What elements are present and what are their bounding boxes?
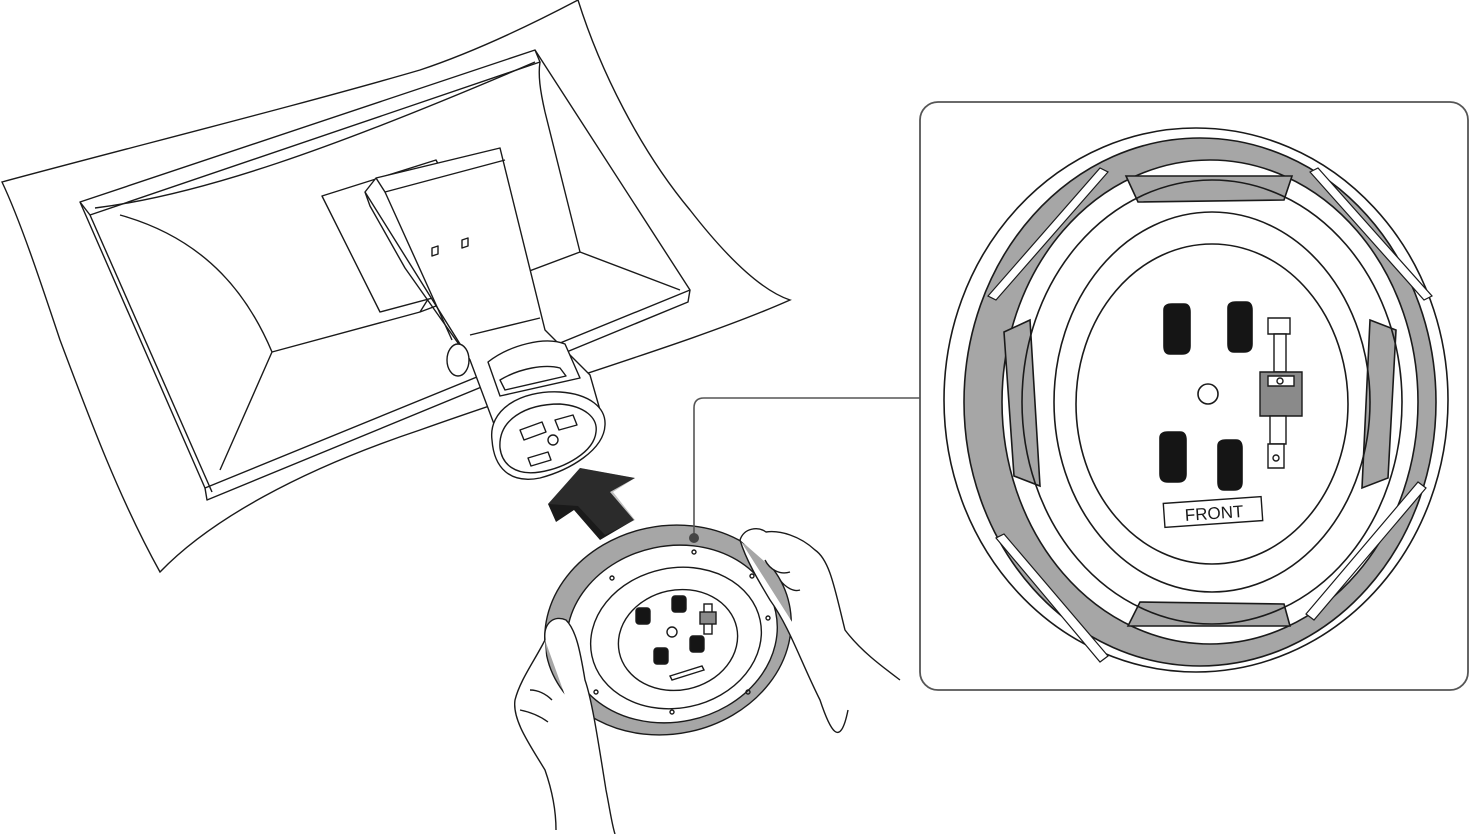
- front-label-box: [1162, 495, 1264, 529]
- ring-slots: [987, 167, 1433, 663]
- locking-clip: [1259, 317, 1303, 469]
- callout-leader-line: [693, 397, 920, 536]
- front-label: FRONT: [1184, 502, 1244, 525]
- up-arrow-icon: [548, 468, 635, 540]
- connector-dot-icon: [689, 533, 699, 543]
- protective-cloth: [1, 0, 792, 574]
- center-hole: [1197, 383, 1219, 405]
- stand-base-held: [544, 524, 792, 736]
- stand-base-plate: [491, 391, 606, 480]
- hand-icon: [514, 528, 901, 834]
- rubber-pads: [1159, 301, 1253, 491]
- stand-base-detail: [943, 127, 1449, 673]
- stand-neck: [321, 147, 601, 441]
